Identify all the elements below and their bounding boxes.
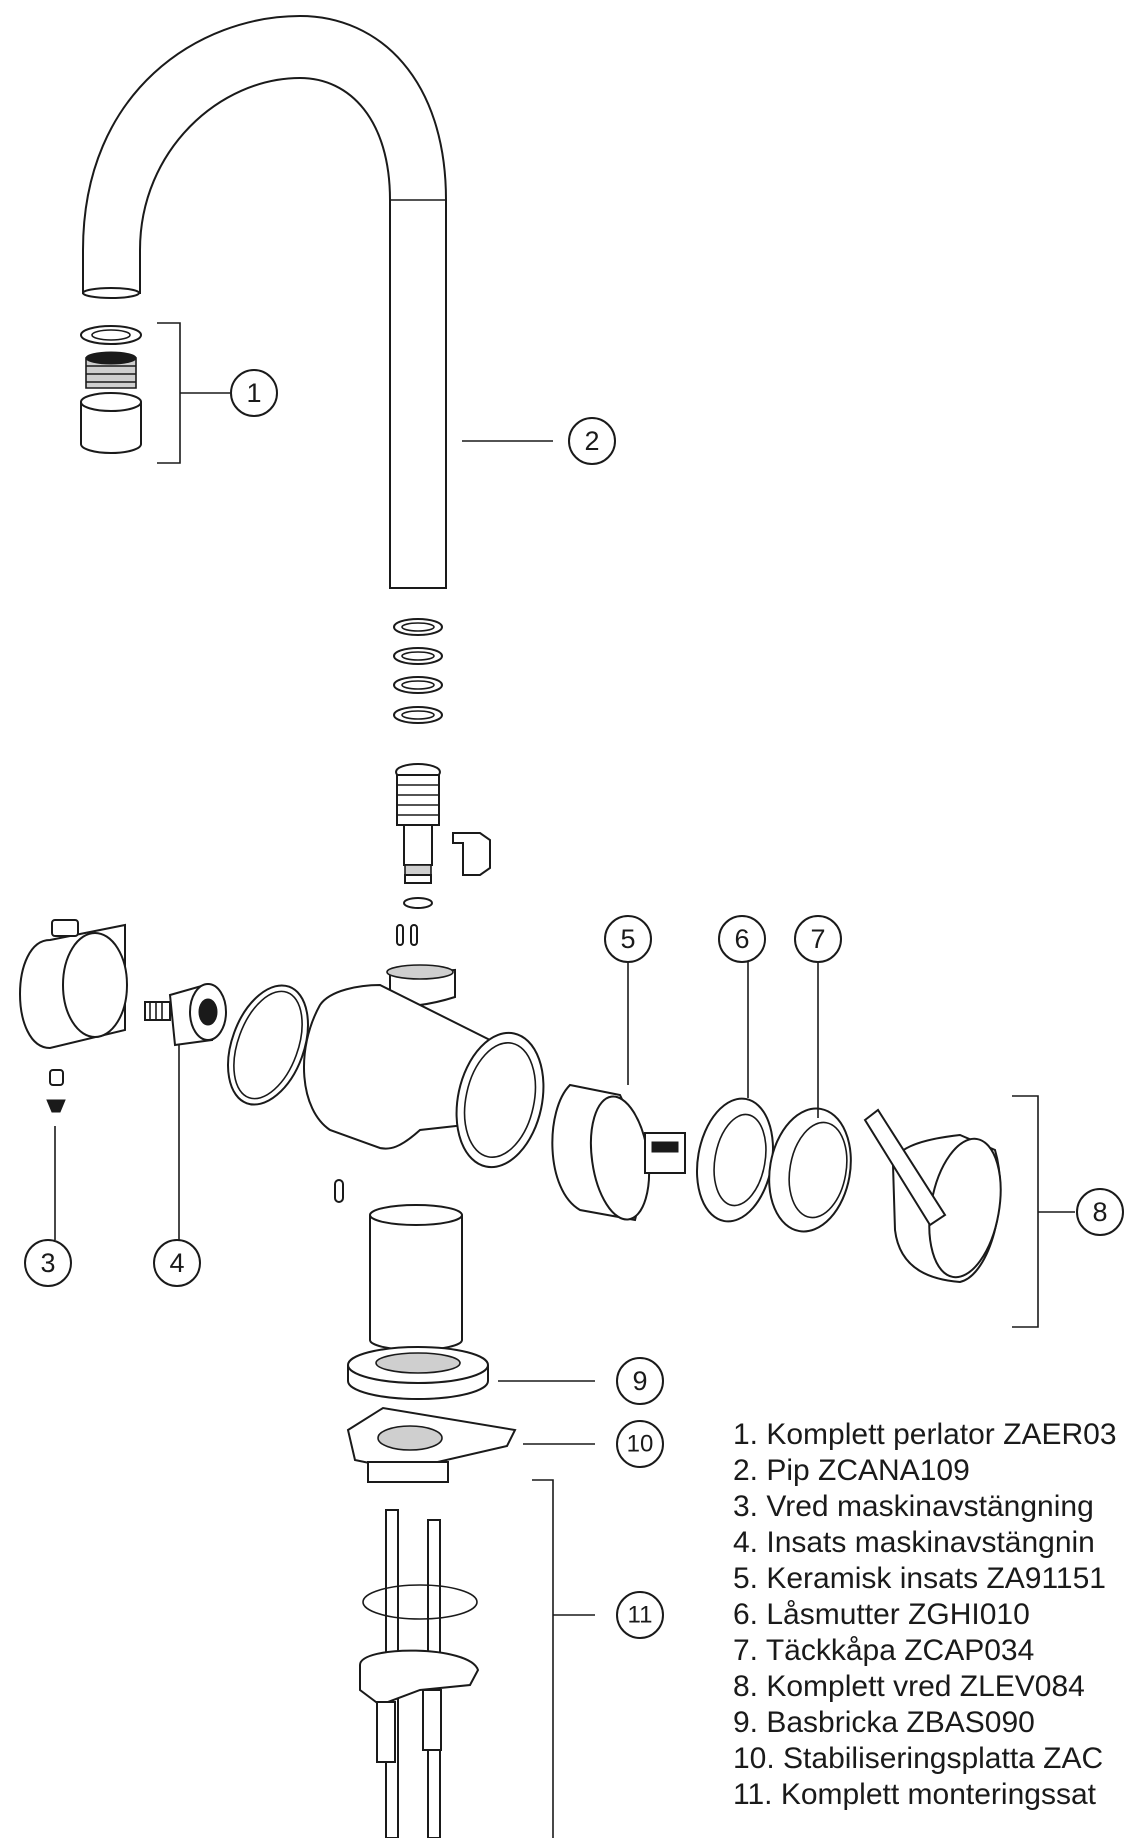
legend-item: 5. Keramisk insats ZA91151 <box>733 1562 1106 1595</box>
legend-item: 2. Pip ZCANA109 <box>733 1454 970 1487</box>
callout-1-number: 1 <box>246 378 261 408</box>
lock-nut-part <box>696 1097 774 1223</box>
callout-8-number: 8 <box>1092 1197 1107 1227</box>
callout-5: 5 <box>604 915 652 963</box>
callout-6: 6 <box>718 915 766 963</box>
callout-3-number: 3 <box>40 1248 55 1278</box>
ceramic-cartridge-part <box>551 1083 686 1222</box>
aerator-part <box>80 325 142 454</box>
shutoff-insert-part <box>144 983 227 1047</box>
callout-3: 3 <box>24 1239 72 1287</box>
stabilizing-plate-part <box>346 1406 517 1483</box>
lever-handle-part <box>863 1108 1002 1284</box>
legend-item: 3. Vred maskinavstängning <box>733 1490 1094 1523</box>
legend-item: 8. Komplett vred ZLEV084 <box>733 1670 1085 1703</box>
legend-item: 4. Insats maskinavstängnin <box>733 1526 1095 1559</box>
callout-10-number: 10 <box>627 1431 654 1458</box>
callout-7-number: 7 <box>810 924 825 954</box>
cover-cap-part <box>768 1107 852 1233</box>
spout-connector-part <box>386 763 491 1008</box>
spout-part <box>82 14 447 589</box>
callout-9: 9 <box>616 1357 664 1405</box>
callout-4-number: 4 <box>169 1248 184 1278</box>
callout-9-number: 9 <box>632 1366 647 1396</box>
base-column-part <box>369 1204 463 1351</box>
mixer-body-part <box>303 983 545 1203</box>
callout-5-number: 5 <box>620 924 635 954</box>
legend-item: 11. Komplett monteringssat <box>733 1778 1096 1811</box>
callout-8: 8 <box>1076 1188 1124 1236</box>
callout-2: 2 <box>568 417 616 465</box>
o-rings-part <box>393 618 443 724</box>
legend-item: 10. Stabiliseringsplatta ZAC <box>733 1742 1104 1775</box>
mounting-kit-part <box>359 1509 480 1838</box>
callout-6-number: 6 <box>734 924 749 954</box>
base-washer-part <box>347 1346 489 1400</box>
legend-item: 1. Komplett perlator ZAER03 <box>733 1418 1117 1451</box>
parts-legend: 1. Komplett perlator ZAER03 2. Pip ZCANA… <box>733 1417 1117 1813</box>
callout-11: 11 <box>616 1591 664 1639</box>
callout-1: 1 <box>230 369 278 417</box>
shutoff-knob-part <box>19 919 128 1113</box>
callout-7: 7 <box>794 915 842 963</box>
callout-11-number: 11 <box>628 1602 653 1629</box>
legend-item: 7. Täckkåpa ZCAP034 <box>733 1634 1035 1667</box>
callout-2-number: 2 <box>584 426 599 456</box>
body-o-ring-part <box>227 984 309 1106</box>
legend-item: 6. Låsmutter ZGHI010 <box>733 1598 1030 1631</box>
callout-10: 10 <box>616 1420 664 1468</box>
leader-lines <box>54 322 1075 1838</box>
callout-4: 4 <box>153 1239 201 1287</box>
legend-item: 9. Basbricka ZBAS090 <box>733 1706 1035 1739</box>
